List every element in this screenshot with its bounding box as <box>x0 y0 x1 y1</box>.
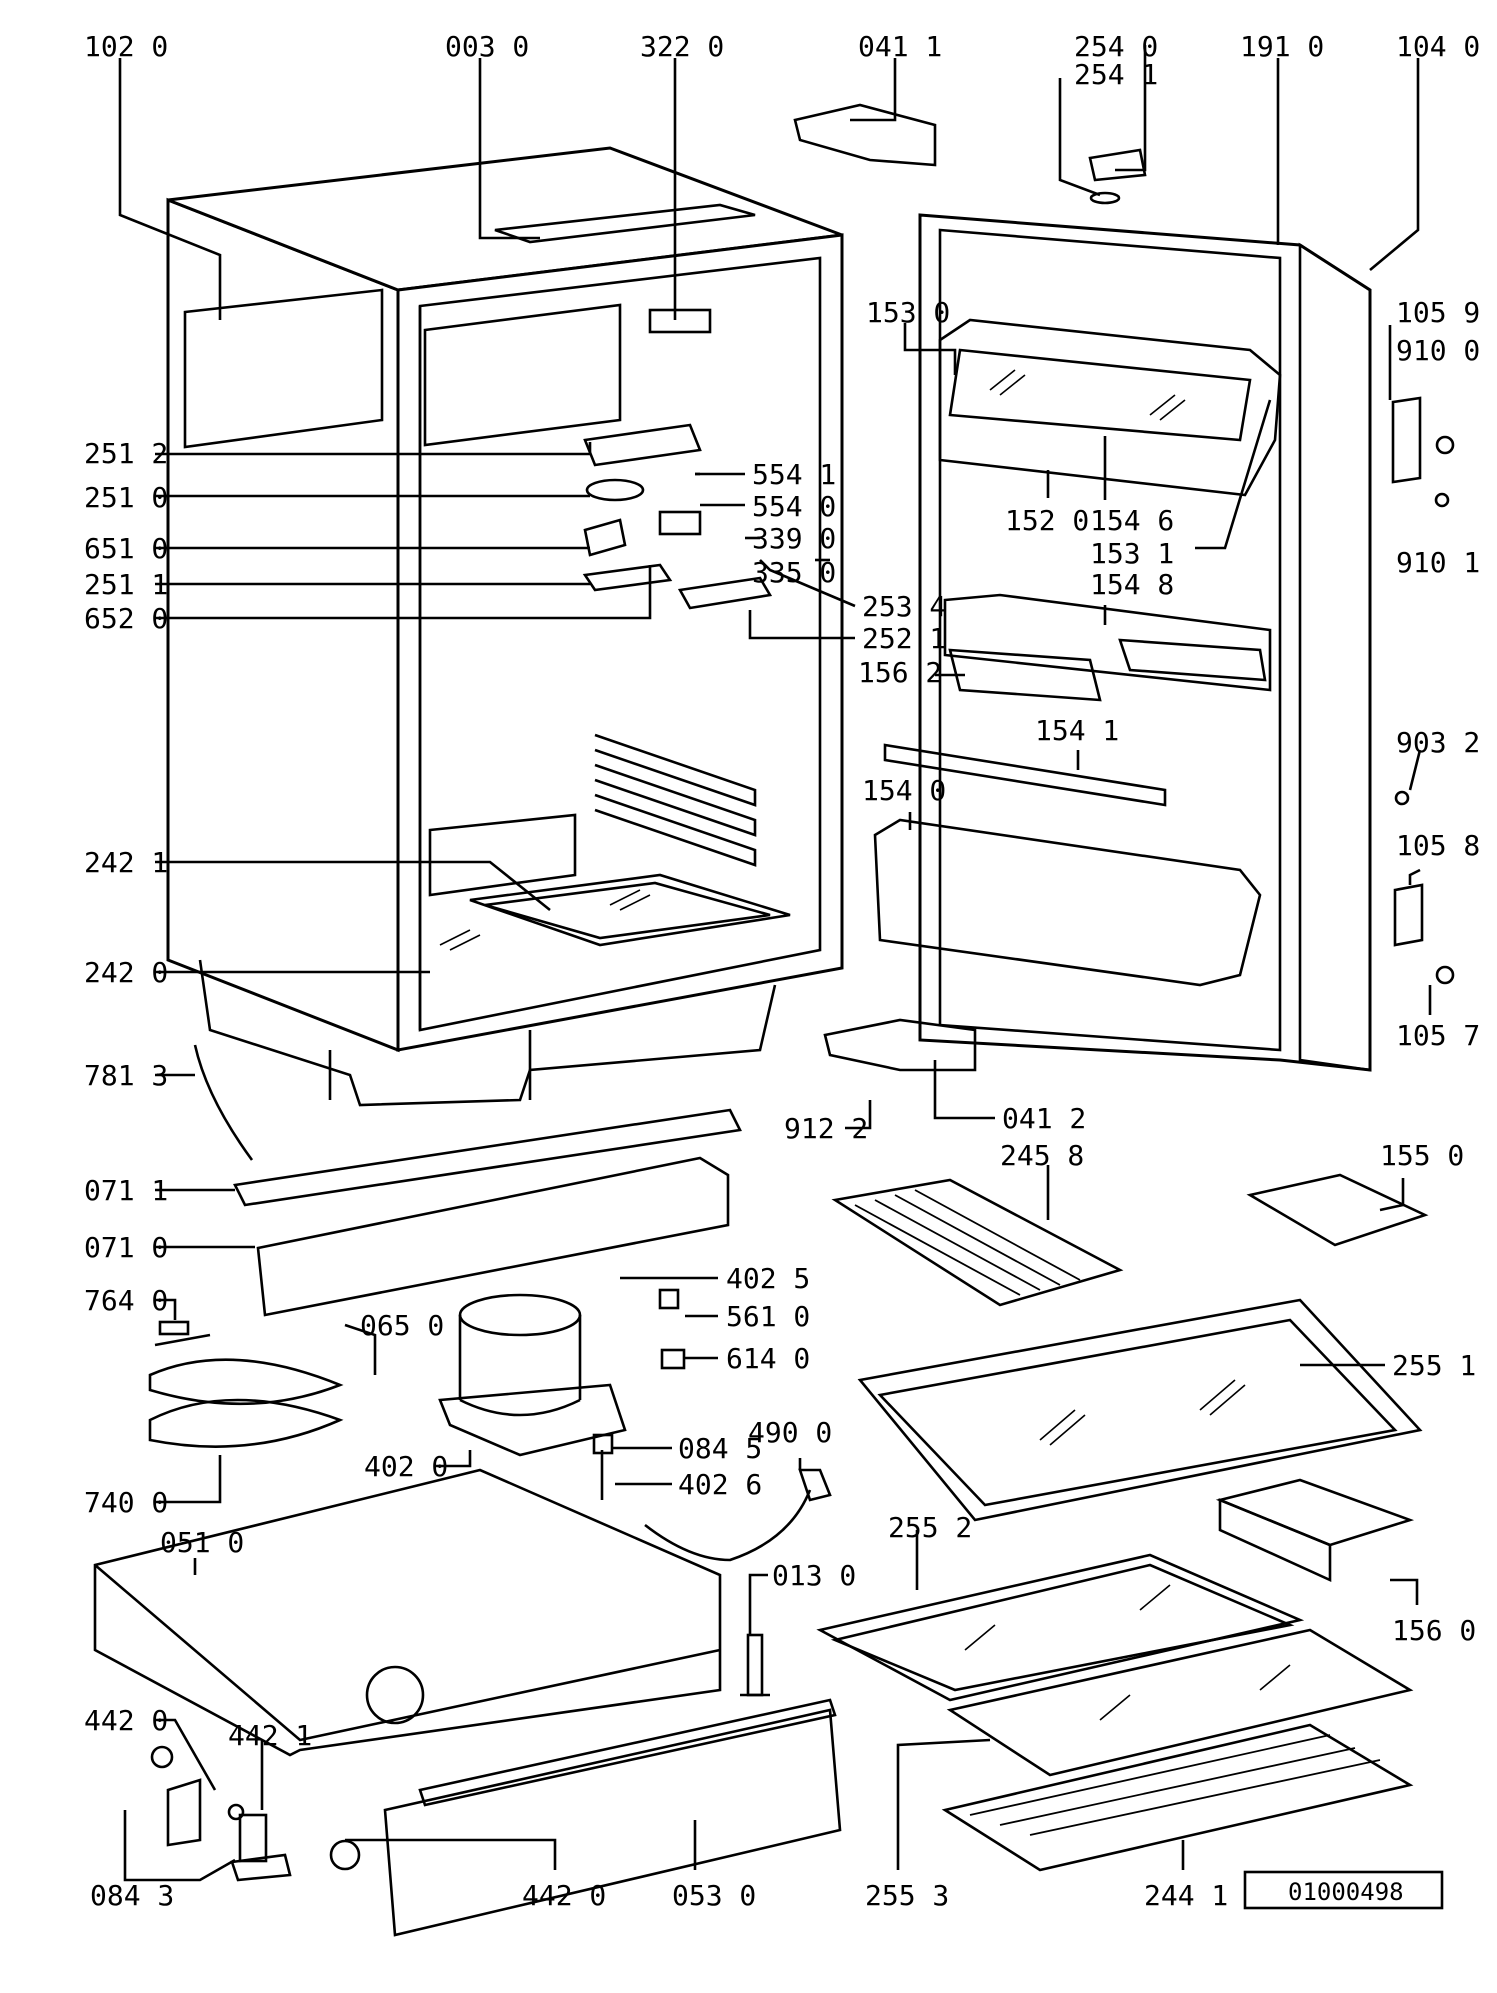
label-402-6: 402 6 <box>678 1468 762 1501</box>
label-252-1: 252 1 <box>862 622 946 655</box>
label-152-0: 152 0 <box>1005 504 1089 537</box>
label-153-0: 153 0 <box>866 296 950 329</box>
label-051-0: 051 0 <box>160 1526 244 1559</box>
label-442-0-lower: 442 0 <box>522 1879 606 1912</box>
label-156-0: 156 0 <box>1392 1614 1476 1647</box>
label-156-2: 156 2 <box>858 656 942 689</box>
label-041-1: 041 1 <box>858 30 942 63</box>
label-242-0: 242 0 <box>84 956 168 989</box>
label-255-2: 255 2 <box>888 1511 972 1544</box>
label-910-0: 910 0 <box>1396 334 1480 367</box>
label-154-0: 154 0 <box>862 774 946 807</box>
label-084-3: 084 3 <box>90 1879 174 1912</box>
label-322-0: 322 0 <box>640 30 724 63</box>
label-003-0: 003 0 <box>445 30 529 63</box>
label-154-1: 154 1 <box>1035 714 1119 747</box>
label-251-2: 251 2 <box>84 437 168 470</box>
label-155-0: 155 0 <box>1380 1139 1464 1172</box>
label-335-0: 335 0 <box>752 556 836 589</box>
label-153-1: 153 1 <box>1090 537 1174 570</box>
label-561-0: 561 0 <box>726 1300 810 1333</box>
label-781-3: 781 3 <box>84 1059 168 1092</box>
label-614-0: 614 0 <box>726 1342 810 1375</box>
label-071-1: 071 1 <box>84 1174 168 1207</box>
label-253-4: 253 4 <box>862 590 946 623</box>
label-903-2: 903 2 <box>1396 726 1480 759</box>
label-402-5: 402 5 <box>726 1262 810 1295</box>
label-102-0: 102 0 <box>84 30 168 63</box>
shelves <box>816 1173 1429 1872</box>
lower-parts <box>93 1044 842 1937</box>
side-parts <box>1391 396 1455 985</box>
label-255-3: 255 3 <box>865 1879 949 1912</box>
drawing-id: 01000498 <box>1288 1878 1404 1906</box>
cabinet <box>166 146 844 1107</box>
label-105-9: 105 9 <box>1396 296 1480 329</box>
label-154-8: 154 8 <box>1090 568 1174 601</box>
label-191-0: 191 0 <box>1240 30 1324 63</box>
label-554-0: 554 0 <box>752 490 836 523</box>
label-442-1: 442 1 <box>228 1719 312 1752</box>
label-651-0: 651 0 <box>84 532 168 565</box>
label-251-1: 251 1 <box>84 568 168 601</box>
label-154-6: 154 6 <box>1090 504 1174 537</box>
label-244-1: 244 1 <box>1144 1879 1228 1912</box>
label-053-0: 053 0 <box>672 1879 756 1912</box>
label-490-0: 490 0 <box>748 1416 832 1449</box>
label-104-0: 104 0 <box>1396 30 1480 63</box>
label-402-0: 402 0 <box>364 1450 448 1483</box>
label-065-0: 065 0 <box>360 1309 444 1342</box>
label-105-7: 105 7 <box>1396 1019 1480 1052</box>
label-442-0-upper: 442 0 <box>84 1704 168 1737</box>
label-910-1: 910 1 <box>1396 546 1480 579</box>
label-255-1: 255 1 <box>1392 1349 1476 1382</box>
label-912-2: 912 2 <box>784 1112 868 1145</box>
label-245-8: 245 8 <box>1000 1139 1084 1172</box>
label-764-0: 764 0 <box>84 1284 168 1317</box>
drawing-id-box: 01000498 <box>1243 1870 1444 1910</box>
label-254-1: 254 1 <box>1074 58 1158 91</box>
label-339-0: 339 0 <box>752 522 836 555</box>
label-013-0: 013 0 <box>772 1559 856 1592</box>
label-554-1: 554 1 <box>752 458 836 491</box>
label-071-0: 071 0 <box>84 1231 168 1264</box>
label-740-0: 740 0 <box>84 1486 168 1519</box>
leader-lines <box>118 45 1432 1882</box>
label-242-1: 242 1 <box>84 846 168 879</box>
label-041-2: 041 2 <box>1002 1102 1086 1135</box>
label-652-0: 652 0 <box>84 602 168 635</box>
label-254-0: 254 0 <box>1074 30 1158 63</box>
door <box>793 103 1372 1072</box>
label-251-0: 251 0 <box>84 481 168 514</box>
label-105-8: 105 8 <box>1396 829 1480 862</box>
label-084-5: 084 5 <box>678 1432 762 1465</box>
part-labels: 102 0 003 0 322 0 041 1 254 0 254 1 191 … <box>84 30 1480 1912</box>
